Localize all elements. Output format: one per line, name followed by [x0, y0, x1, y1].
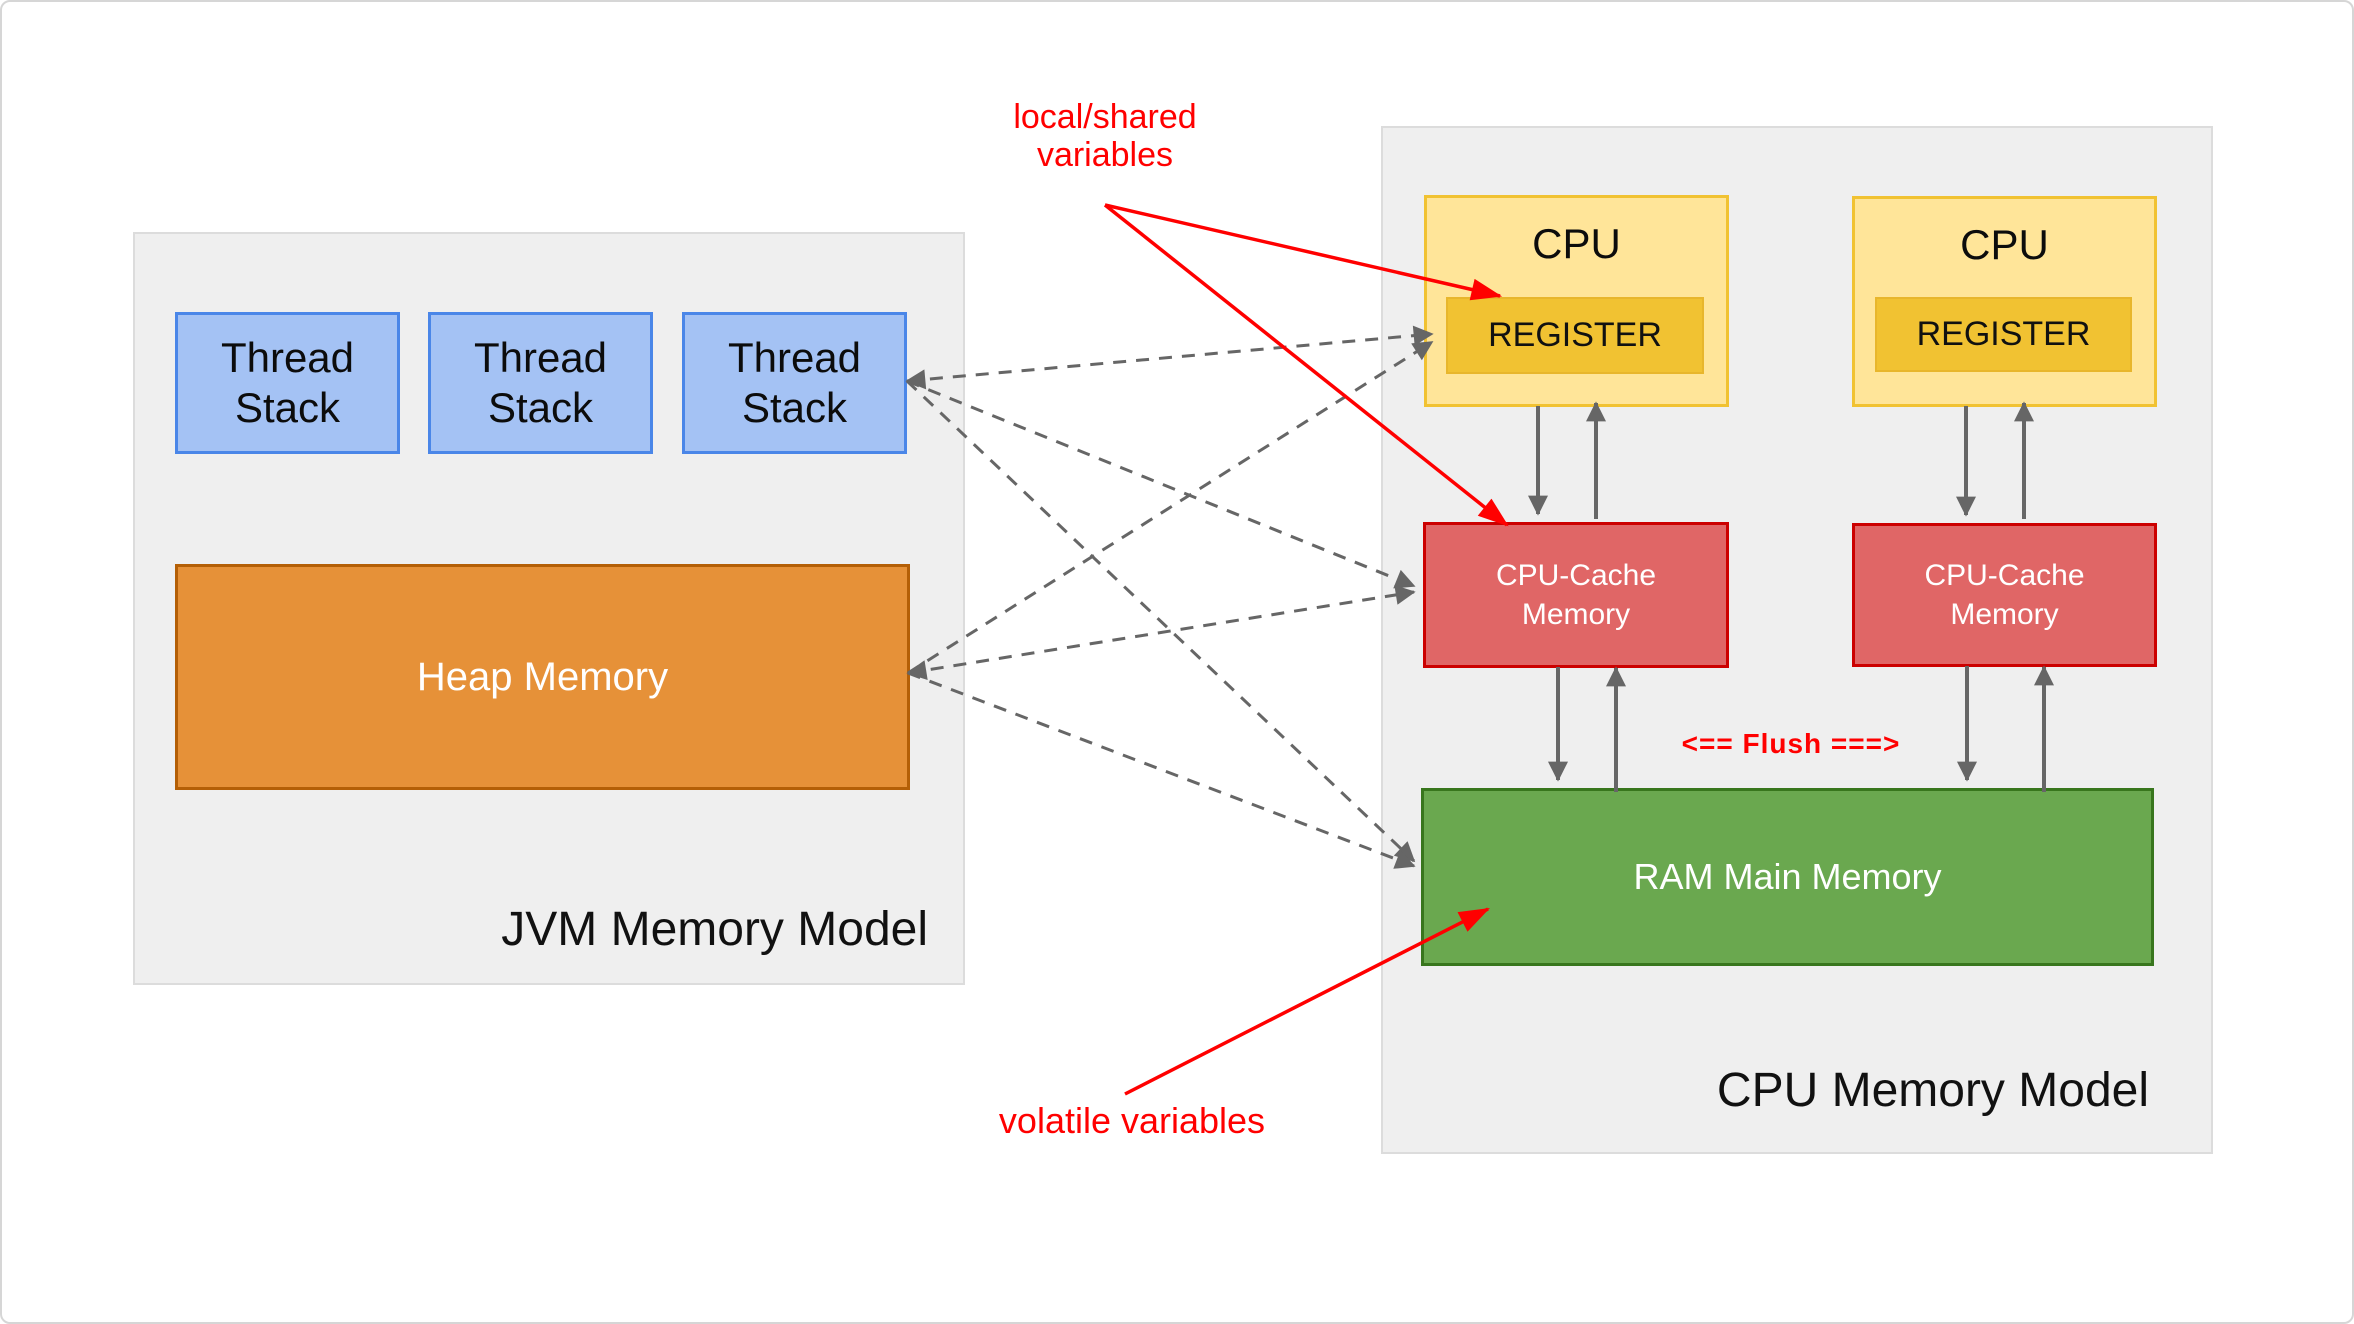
- thread-stack-label: Thread Stack: [473, 334, 608, 431]
- ram-main-memory-box: RAM Main Memory: [1421, 788, 2154, 966]
- register-label: REGISTER: [1488, 316, 1662, 354]
- volatile-variables-annotation: volatile variables: [998, 1100, 1266, 1141]
- dashed-arrow-heap-register: [907, 340, 1434, 675]
- cpu-label: CPU: [1960, 221, 2049, 268]
- jvm-memory-model-panel: Thread Stack Thread Stack Thread Stack H…: [133, 232, 965, 985]
- register-label: REGISTER: [1916, 315, 2091, 353]
- register-box-1: REGISTER: [1446, 297, 1704, 374]
- cpu-box-2: CPU REGISTER: [1852, 196, 2157, 407]
- flush-annotation: <== Flush ===>: [1681, 728, 1901, 759]
- dashed-arrow-heap-cache: [906, 585, 1416, 680]
- heap-memory-box: Heap Memory: [175, 564, 910, 790]
- cpu-memory-model-panel: CPU REGISTER CPU REGISTER CPU-Cache Memo…: [1381, 126, 2213, 1154]
- cpu-cache-box-1: CPU-Cache Memory: [1423, 522, 1729, 668]
- cpu-cache-label: CPU-Cache Memory: [1924, 559, 2085, 631]
- thread-stack-label: Thread Stack: [220, 334, 355, 431]
- register-box-2: REGISTER: [1875, 297, 2132, 372]
- dashed-arrow-threadstack-register: [905, 325, 1434, 390]
- thread-stack-label: Thread Stack: [727, 334, 862, 431]
- dashed-arrow-threadstack-cache: [906, 379, 1416, 589]
- dashed-arrow-threadstack-ram: [905, 379, 1416, 863]
- local-shared-variables-annotation: local/shared variables: [1013, 98, 1197, 175]
- cpu-label: CPU: [1532, 220, 1621, 267]
- jvm-panel-title: JVM Memory Model: [501, 903, 928, 956]
- thread-stack-box-2: Thread Stack: [428, 312, 653, 454]
- cpu-box-1: CPU REGISTER: [1424, 195, 1729, 407]
- ram-main-memory-label: RAM Main Memory: [1633, 856, 1942, 897]
- thread-stack-box-3: Thread Stack: [682, 312, 907, 454]
- cpu-cache-box-2: CPU-Cache Memory: [1852, 523, 2157, 667]
- cpu-panel-title: CPU Memory Model: [1716, 1064, 2149, 1117]
- cpu-cache-label: CPU-Cache Memory: [1495, 559, 1657, 631]
- dashed-arrow-heap-ram: [907, 671, 1416, 869]
- thread-stack-box-1: Thread Stack: [175, 312, 400, 454]
- heap-memory-label: Heap Memory: [416, 654, 669, 699]
